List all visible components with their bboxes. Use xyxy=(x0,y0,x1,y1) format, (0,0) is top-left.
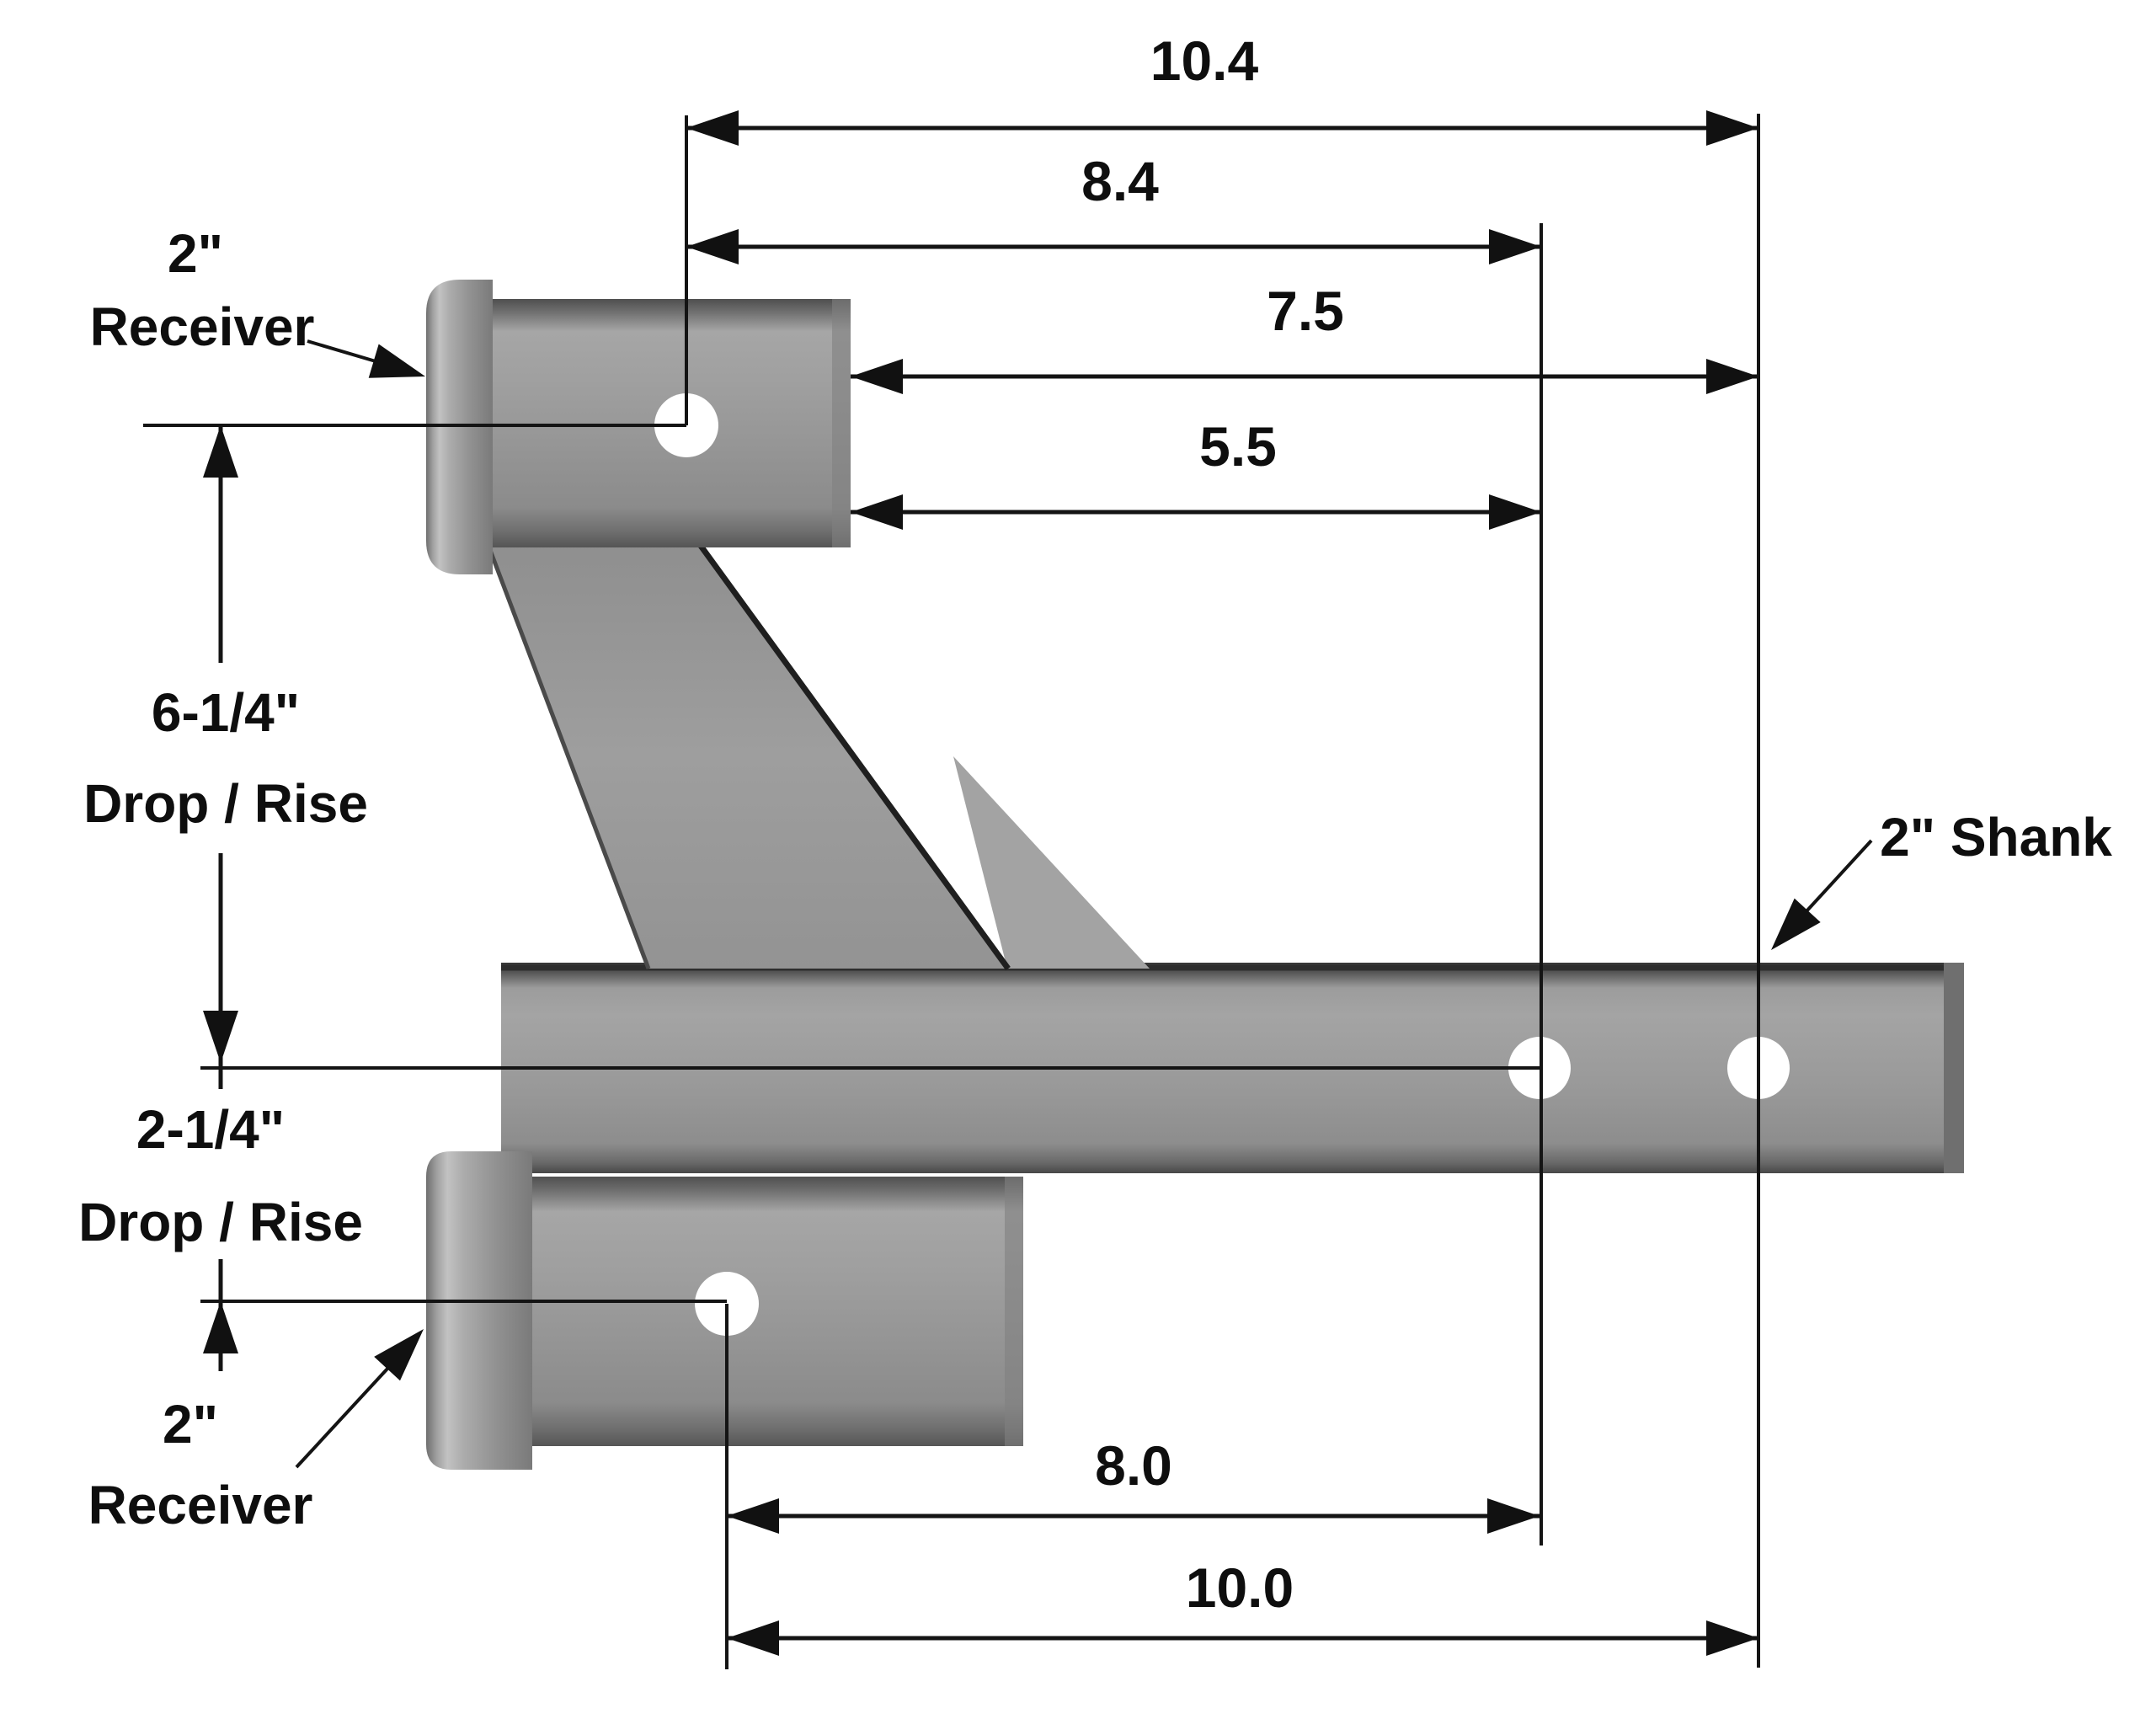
hitch-body xyxy=(426,280,1964,1470)
bottom-receiver-tube xyxy=(527,1177,1023,1446)
arrow-drop-main-bottom xyxy=(203,1011,238,1063)
dim-label-8-0: 8.0 xyxy=(1095,1434,1172,1497)
leader-arrow-top-receiver xyxy=(368,344,425,378)
bottom-receiver-collar xyxy=(426,1151,532,1470)
arrow-10-0-left xyxy=(727,1620,779,1656)
drop-member xyxy=(487,543,1008,969)
leader-top-receiver xyxy=(307,339,376,363)
dimension-lines xyxy=(218,125,1758,1641)
top-receiver-end-face xyxy=(832,299,851,547)
dim-label-10-0: 10.0 xyxy=(1186,1556,1294,1619)
label-shank-drop-caption: Drop / Rise xyxy=(78,1192,363,1252)
arrow-10-0-right xyxy=(1706,1620,1758,1656)
label-main-drop-caption: Drop / Rise xyxy=(83,773,368,834)
dim-label-10-4: 10.4 xyxy=(1150,29,1259,92)
arrow-8-4-left xyxy=(686,229,739,264)
dimension-arrows xyxy=(203,110,1758,1656)
shank-end-face xyxy=(1944,963,1964,1173)
arrow-10-4-left xyxy=(686,110,739,146)
arrow-5-5-right xyxy=(1489,494,1541,530)
drop-member-left-edge xyxy=(486,545,651,969)
leader-shank xyxy=(1804,839,1873,914)
dim-label-8-4: 8.4 xyxy=(1081,150,1159,212)
arrow-7-5-left xyxy=(851,359,903,394)
gusset-plate xyxy=(953,756,1150,969)
label-main-drop-value: 6-1/4" xyxy=(152,682,300,743)
label-bottom-receiver-word: Receiver xyxy=(88,1475,313,1535)
leader-arrow-shank xyxy=(1771,898,1821,950)
arrow-8-0-left xyxy=(727,1498,779,1534)
arrow-drop-shank-bottom xyxy=(203,1301,238,1353)
drop-member-right-edge xyxy=(698,543,1011,971)
leader-bottom-receiver xyxy=(295,1366,390,1469)
extension-lines xyxy=(143,114,1760,1669)
dim-label-5-5: 5.5 xyxy=(1199,415,1277,478)
dim-label-7-5: 7.5 xyxy=(1267,280,1344,342)
arrow-8-0-right xyxy=(1487,1498,1540,1534)
arrow-8-4-right xyxy=(1489,229,1541,264)
leader-arrow-bottom-receiver xyxy=(374,1329,424,1381)
label-shank: 2" Shank xyxy=(1880,807,2112,868)
arrow-5-5-left xyxy=(851,494,903,530)
label-bottom-receiver-size: 2" xyxy=(163,1394,218,1455)
arrow-10-4-right xyxy=(1706,110,1758,146)
label-shank-drop-value: 2-1/4" xyxy=(136,1099,285,1160)
label-top-receiver-word: Receiver xyxy=(90,296,315,357)
bottom-receiver-end-face xyxy=(1005,1177,1023,1446)
labels: 10.4 8.4 7.5 5.5 8.0 10.0 6-1/4" Drop / … xyxy=(78,29,2112,1619)
arrow-drop-main-top xyxy=(203,425,238,478)
leader-lines xyxy=(295,339,1873,1469)
label-top-receiver-size: 2" xyxy=(168,223,223,284)
arrow-7-5-right xyxy=(1706,359,1758,394)
